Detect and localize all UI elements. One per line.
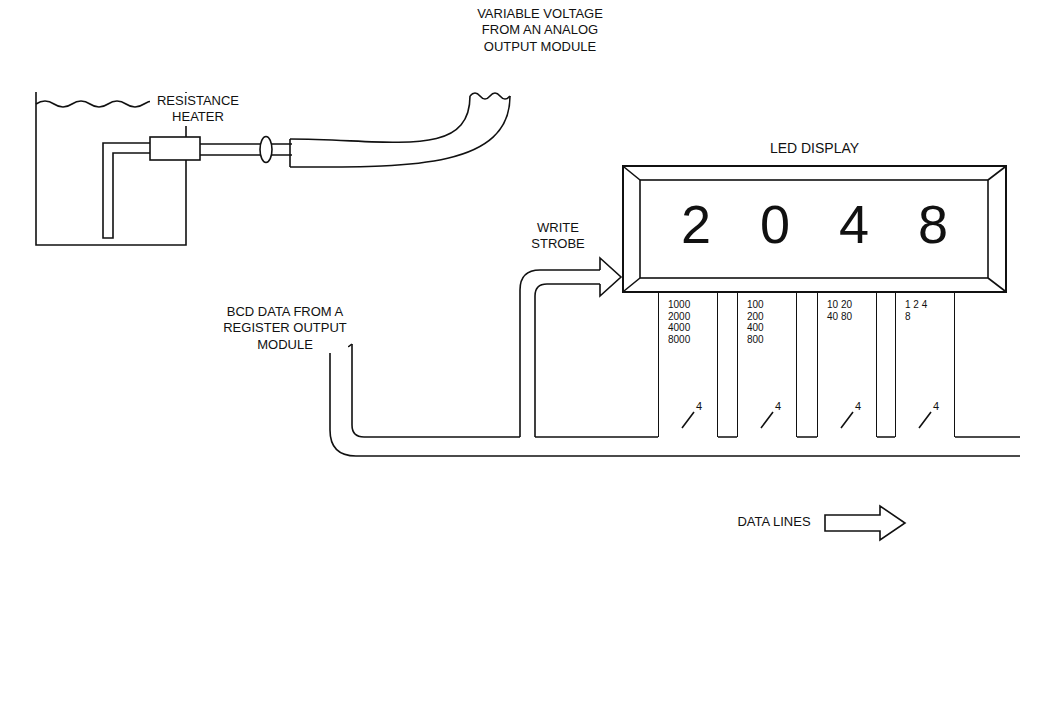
- bcd-digit-lines: 100 200 400 800: [737, 293, 797, 437]
- heater-wires: [200, 144, 292, 155]
- signal-label: WRITE STROBE: [522, 220, 594, 253]
- cable-joint: [289, 139, 291, 167]
- bus-outline: [330, 344, 1020, 456]
- bit-weights: 1000 2000 4000 8000: [668, 299, 698, 345]
- bit-weights: 100 200 400 800: [747, 299, 777, 345]
- strobe-pipe: [520, 270, 600, 437]
- bus-width: 4: [933, 400, 945, 414]
- bit-weights: 1 2 4 8: [905, 299, 935, 322]
- display-digits: 2 0 4 8: [624, 197, 1005, 251]
- cable-end: [470, 93, 510, 99]
- data-lines-arrow: [825, 506, 905, 540]
- part-label: RESISTANCE HEATER: [150, 93, 246, 126]
- bus-width: 4: [696, 400, 708, 414]
- heater-tube: [103, 143, 150, 238]
- bcd-digit-lines: 1000 2000 4000 8000: [658, 293, 718, 437]
- bus-width-slash: [682, 412, 931, 428]
- bus-outline: [352, 344, 1020, 437]
- bcd-digit-lines: 10 20 40 80: [817, 293, 877, 437]
- bezel-corners: [624, 167, 1005, 291]
- analog-cable: [290, 96, 510, 167]
- bit-weights: 10 20 40 80: [827, 299, 857, 322]
- bus-width: 4: [855, 400, 867, 414]
- signal-label: VARIABLE VOLTAGE FROM AN ANALOG OUTPUT M…: [468, 6, 612, 55]
- bus-width: 4: [775, 400, 787, 414]
- signal-label: BCD DATA FROM A REGISTER OUTPUT MODULE: [222, 304, 348, 353]
- strobe-arrow: [600, 258, 621, 296]
- cable-clamp: [260, 137, 272, 163]
- display-title: LED DISPLAY: [624, 140, 1005, 156]
- bcd-digit-lines: 1 2 4 8: [895, 293, 955, 437]
- led-display: LED DISPLAY2 0 4 8: [622, 165, 1007, 293]
- resistance-heater: [150, 137, 200, 160]
- signal-label: DATA LINES: [728, 514, 820, 530]
